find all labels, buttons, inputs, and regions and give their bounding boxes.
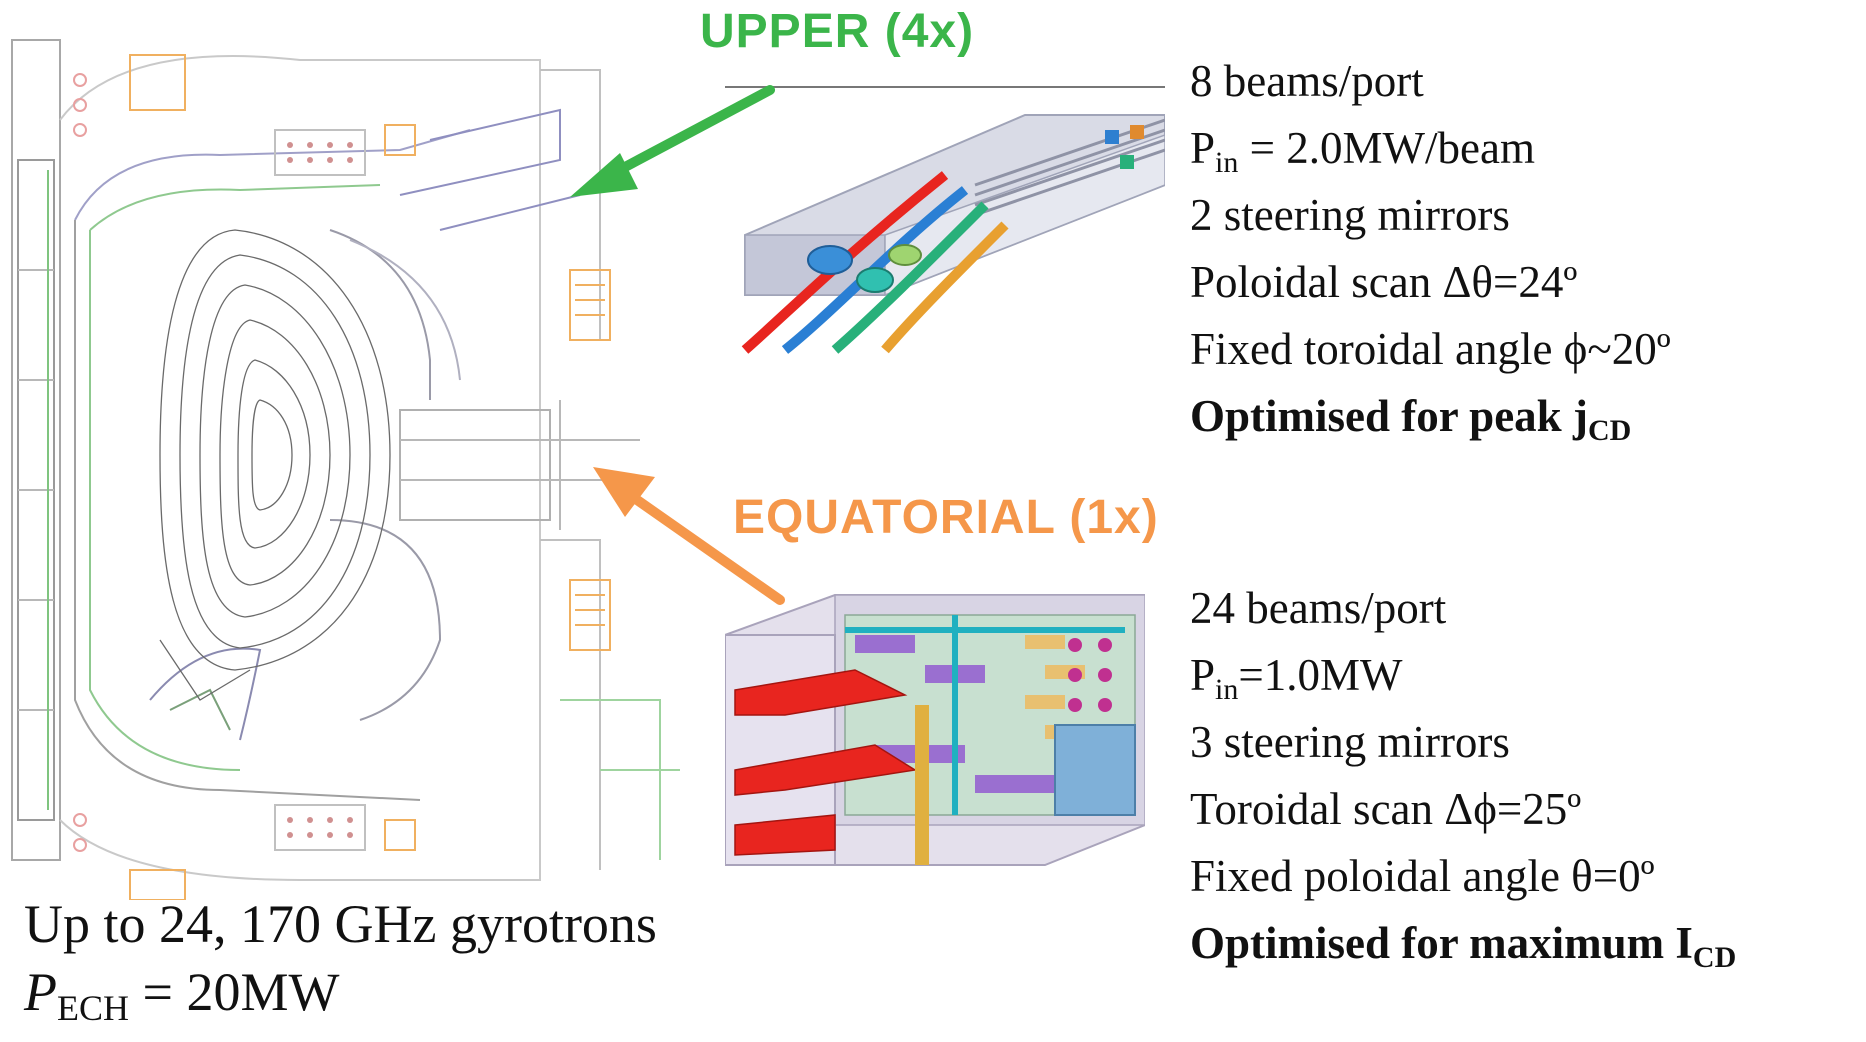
tokamak-cross-section [11, 39, 680, 900]
upper-scan: Poloidal scan Δθ=24º [1190, 257, 1578, 307]
upper-arrow-icon [570, 85, 775, 197]
caption-power: PECH = 20MW [24, 958, 657, 1042]
equatorial-optimised-sub: CD [1692, 941, 1737, 974]
equatorial-angle: Fixed poloidal angle θ=0º [1190, 851, 1655, 901]
upper-beams: 8 beams/port [1190, 56, 1424, 106]
equatorial-specs: 24 beams/port Pin=1.0MW 3 steering mirro… [1190, 575, 1736, 977]
equatorial-power: Pin=1.0MW [1190, 642, 1736, 709]
equatorial-launcher-model [725, 594, 1145, 866]
caption-power-sub: ECH [57, 988, 129, 1028]
upper-launcher-model [741, 114, 1165, 354]
upper-power-sub: in [1215, 146, 1239, 179]
caption: Up to 24, 170 GHz gyrotrons PECH = 20MW [24, 890, 657, 1042]
equatorial-power-value: =1.0MW [1238, 650, 1403, 700]
equatorial-arrow-icon [593, 467, 785, 605]
upper-mirrors: 2 steering mirrors [1190, 190, 1510, 240]
upper-optimised-sub: CD [1587, 414, 1632, 447]
upper-power: Pin = 2.0MW/beam [1190, 115, 1671, 182]
upper-specs: 8 beams/port Pin = 2.0MW/beam 2 steering… [1190, 48, 1671, 450]
upper-optimised-text: Optimised for peak j [1190, 391, 1588, 441]
caption-gyrotrons: Up to 24, 170 GHz gyrotrons [24, 894, 657, 954]
equatorial-optimised: Optimised for maximum ICD [1190, 910, 1736, 977]
upper-angle: Fixed toroidal angle ϕ~20º [1190, 324, 1671, 374]
upper-power-symbol: P [1190, 123, 1216, 173]
equatorial-scan: Toroidal scan Δϕ=25º [1190, 784, 1582, 834]
equatorial-beams: 24 beams/port [1190, 583, 1447, 633]
upper-power-value: = 2.0MW/beam [1238, 123, 1535, 173]
caption-power-symbol: P [24, 962, 57, 1022]
equatorial-optimised-text: Optimised for maximum I [1190, 918, 1693, 968]
header-rule [725, 86, 1165, 88]
upper-label: UPPER (4x) [700, 5, 975, 58]
equatorial-power-sub: in [1215, 673, 1239, 706]
equatorial-mirrors: 3 steering mirrors [1190, 717, 1510, 767]
caption-power-value: = 20MW [129, 962, 340, 1022]
equatorial-power-symbol: P [1190, 650, 1216, 700]
equatorial-label: EQUATORIAL (1x) [733, 491, 1159, 544]
upper-optimised: Optimised for peak jCD [1190, 383, 1671, 450]
